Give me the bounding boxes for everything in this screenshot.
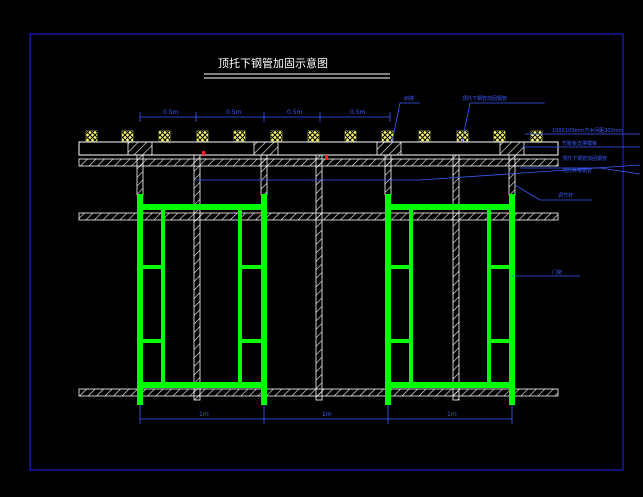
callout-right-3: 顶托下钢管加固钢管	[562, 155, 607, 162]
callout-right-1: 100X100mm方木间距300mm	[552, 127, 624, 134]
bottom-dim-2: 1m	[322, 411, 332, 418]
door-frame-left	[137, 194, 267, 405]
top-dimension-line	[139, 112, 391, 122]
top-dim-3: 0.5m	[287, 109, 303, 116]
callout-right-4: 顶托纵横钢管	[562, 167, 592, 174]
drawing-frame	[29, 33, 624, 471]
callout-top-b: 顶托下钢管加固钢管	[462, 95, 507, 102]
bottom-dimension-line	[139, 405, 513, 424]
bottom-dim-1: 1m	[199, 411, 209, 418]
bottom-dim-3: 1m	[447, 411, 457, 418]
bearing-plates	[127, 141, 525, 156]
callout-right-5: 调节杆	[558, 192, 573, 199]
diagram-title: 顶托下钢管加固示意图	[218, 56, 328, 70]
vertical-tubes	[136, 154, 516, 401]
top-dim-2: 0.5m	[226, 109, 242, 116]
red-marks	[202, 151, 328, 160]
callout-top-a: 斜撑	[404, 95, 414, 102]
callout-right-6: 门架	[552, 269, 562, 276]
door-frame-right	[385, 194, 515, 405]
top-dim-4: 0.5m	[350, 109, 366, 116]
top-dim-1: 0.5m	[163, 109, 179, 116]
callout-right-2: 竹胶板支撑模板	[562, 140, 597, 147]
leader-lines	[195, 102, 641, 277]
